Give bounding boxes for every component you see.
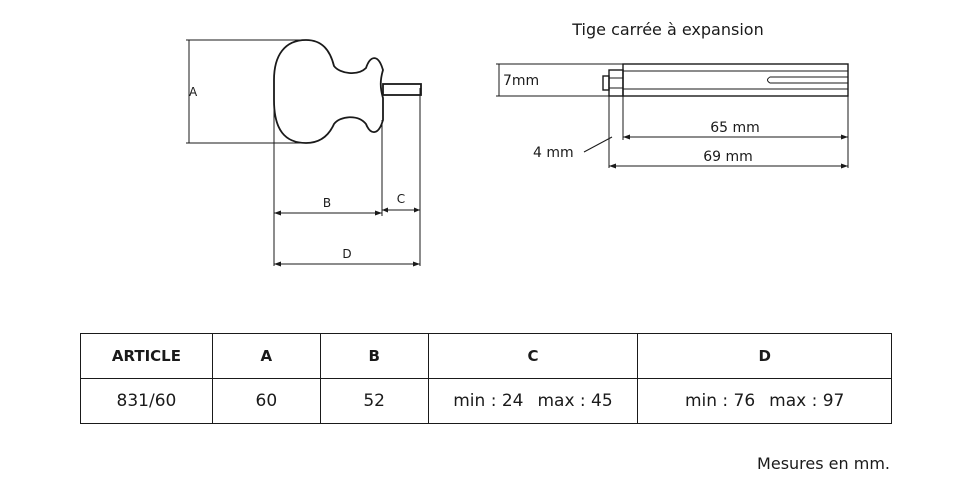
- dim-4mm-leader: [583, 136, 613, 153]
- rod-slot: [767, 76, 848, 84]
- dim-a-label: A: [189, 85, 198, 99]
- spec-table-header-row: ARTICLE A B C D: [80, 333, 892, 379]
- cell-article: 831/60: [80, 378, 213, 424]
- table-row: 831/60 60 52 min : 24 max : 45 min : 76 ma…: [80, 378, 892, 424]
- dim-4mm-label: 4 mm: [533, 145, 574, 161]
- cell-c: min : 24 max : 45: [427, 378, 639, 424]
- header-d: D: [637, 333, 892, 379]
- dim-d-label: D: [342, 247, 351, 261]
- spec-table: ARTICLE A B C D 831/60 60 52 min : 24 max…: [80, 333, 892, 424]
- rod-drawing: Tige carrée à expansion 7mm 4 mm 65 mm: [496, 20, 849, 169]
- header-article: ARTICLE: [80, 333, 213, 379]
- dim-7mm-label: 7mm: [503, 73, 539, 89]
- dim-65mm-label: 65 mm: [710, 120, 760, 136]
- knob-outline: [273, 39, 384, 144]
- dim-69mm-label: 69 mm: [703, 149, 753, 165]
- cell-c-max: max : 45: [537, 391, 613, 411]
- header-a: A: [211, 333, 321, 379]
- cell-b: 52: [319, 378, 429, 424]
- cell-d-min: min : 76: [684, 391, 756, 411]
- header-b: B: [319, 333, 429, 379]
- cell-d-max: max : 97: [769, 391, 845, 411]
- rod-nut: [608, 69, 624, 97]
- cell-c-min: min : 24: [453, 391, 524, 411]
- rod-square-bar: [622, 63, 849, 97]
- cell-d: min : 76 max : 97: [637, 378, 892, 424]
- technical-drawing: A B C D Tige carrée à expansion: [186, 20, 849, 267]
- rod-thread: [602, 75, 610, 91]
- dim-b-label: B: [323, 196, 331, 210]
- dim-c-label: C: [397, 192, 405, 206]
- header-c: C: [427, 333, 639, 379]
- units-footnote: Mesures en mm.: [757, 454, 890, 473]
- knob-drawing: A B C D: [186, 39, 422, 267]
- cell-a: 60: [211, 378, 321, 424]
- knob-stem: [382, 83, 422, 96]
- rod-title: Tige carrée à expansion: [571, 20, 763, 39]
